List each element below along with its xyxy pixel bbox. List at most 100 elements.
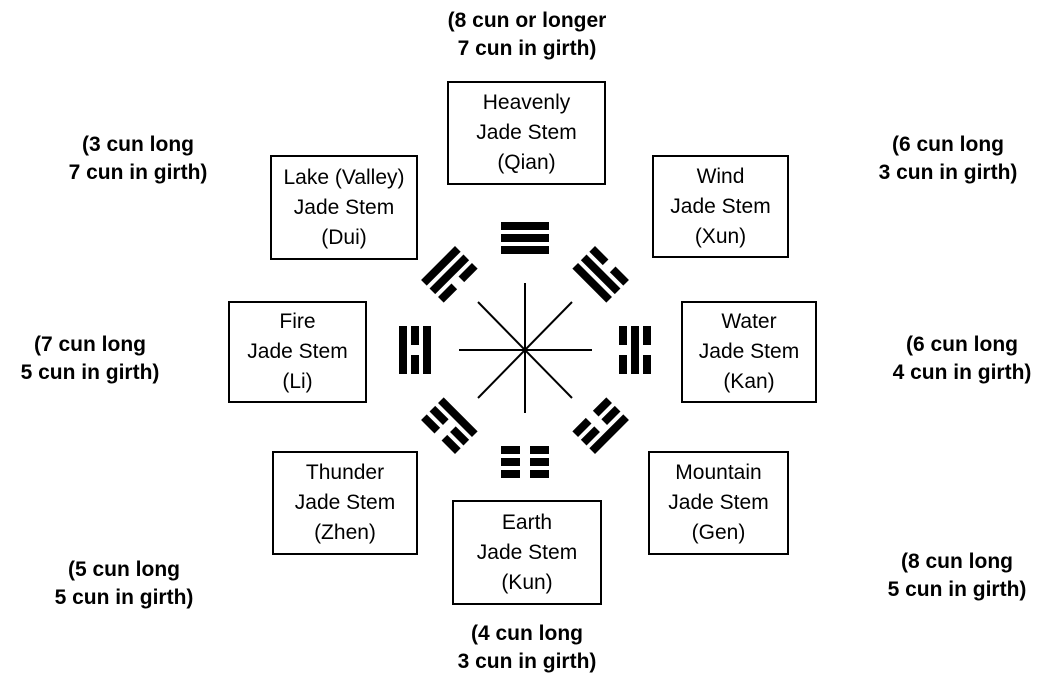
qian-length: (8 cun or longer bbox=[447, 9, 607, 32]
kan-trigram-line-1-broken bbox=[643, 355, 651, 374]
xun-stem-type: Jade Stem bbox=[670, 194, 771, 218]
qian-jade-stem-box: Heavenly Jade Stem (Qian) bbox=[447, 81, 606, 185]
zhen-jade-stem-box: Thunder Jade Stem (Zhen) bbox=[272, 451, 418, 555]
kun-stem-name: Earth bbox=[501, 510, 553, 534]
zhen-stem-label: (Zhen) bbox=[314, 521, 376, 544]
kun-trigram-line-3-broken bbox=[501, 446, 520, 454]
dui-stem-label: (Dui) bbox=[321, 225, 367, 249]
qian-stem-name: Heavenly bbox=[482, 91, 571, 114]
qian-dimensions-note: (8 cun or longer 7 cun in girth) bbox=[436, 7, 618, 63]
kun-stem-type: Jade Stem bbox=[476, 540, 578, 564]
dui-trigram-line-3-broken bbox=[458, 263, 478, 283]
center-star bbox=[459, 283, 592, 413]
center-star-antidiagonal-line bbox=[477, 301, 573, 399]
kun-stem-label: (Kun) bbox=[501, 570, 553, 594]
kan-dimensions-note: (6 cun long 4 cun in girth) bbox=[876, 331, 1048, 387]
kun-trigram-line-1-broken bbox=[501, 470, 520, 478]
dui-girth: 7 cun in girth) bbox=[68, 161, 208, 184]
zhen-trigram-line-2-broken bbox=[450, 426, 470, 446]
qian-stem-label: (Qian) bbox=[497, 151, 556, 174]
zhen-trigram-line-2-broken bbox=[429, 405, 449, 425]
kan-stem-type: Jade Stem bbox=[698, 340, 800, 363]
kun-dimensions-note: (4 cun long 3 cun in girth) bbox=[441, 620, 613, 676]
qian-girth: 7 cun in girth) bbox=[457, 37, 597, 60]
gen-stem-type: Jade Stem bbox=[668, 491, 769, 514]
li-trigram-line-2-broken bbox=[411, 355, 419, 374]
xun-trigram-line-1-broken bbox=[609, 266, 629, 286]
li-length: (7 cun long bbox=[34, 333, 146, 356]
gen-trigram-line-3-broken bbox=[592, 397, 612, 417]
li-stem-name: Fire bbox=[279, 310, 316, 333]
dui-dimensions-note: (3 cun long 7 cun in girth) bbox=[52, 131, 224, 187]
kan-stem-label: (Kan) bbox=[723, 370, 775, 393]
dui-jade-stem-box: Lake (Valley) Jade Stem (Dui) bbox=[270, 155, 418, 260]
kun-length: (4 cun long bbox=[471, 622, 583, 645]
li-stem-type: Jade Stem bbox=[247, 340, 348, 363]
gen-dimensions-note: (8 cun long 5 cun in girth) bbox=[871, 548, 1043, 604]
gen-stem-label: (Gen) bbox=[691, 521, 746, 544]
qian-trigram-line-3-solid bbox=[501, 246, 549, 254]
kan-girth: 4 cun in girth) bbox=[892, 361, 1032, 384]
qian-trigram bbox=[501, 222, 549, 254]
kan-trigram-line-3-broken bbox=[619, 355, 627, 374]
li-dimensions-note: (7 cun long 5 cun in girth) bbox=[4, 331, 176, 387]
kan-trigram-line-2-solid bbox=[631, 326, 639, 374]
kun-jade-stem-box: Earth Jade Stem (Kun) bbox=[452, 500, 602, 605]
li-trigram bbox=[399, 326, 431, 374]
gen-stem-name: Mountain bbox=[675, 461, 762, 484]
dui-length: (3 cun long bbox=[82, 133, 194, 156]
zhen-trigram-line-1-broken bbox=[441, 434, 461, 454]
qian-stem-type: Jade Stem bbox=[476, 121, 577, 144]
kan-trigram-line-3-broken bbox=[619, 326, 627, 345]
gen-trigram bbox=[572, 397, 629, 454]
kun-trigram bbox=[501, 446, 549, 478]
xun-stem-name: Wind bbox=[696, 164, 745, 188]
gen-trigram-line-2-broken bbox=[580, 426, 600, 446]
zhen-length: (5 cun long bbox=[68, 558, 180, 581]
dui-trigram-line-2-solid bbox=[429, 254, 470, 295]
dui-trigram-line-1-solid bbox=[421, 246, 461, 286]
dui-trigram bbox=[421, 246, 478, 303]
li-stem-label: (Li) bbox=[282, 370, 313, 393]
kun-trigram-line-3-broken bbox=[530, 446, 549, 454]
kan-jade-stem-box: Water Jade Stem (Kan) bbox=[681, 301, 817, 403]
zhen-dimensions-note: (5 cun long 5 cun in girth) bbox=[38, 556, 210, 612]
kun-girth: 3 cun in girth) bbox=[457, 650, 597, 673]
li-girth: 5 cun in girth) bbox=[20, 361, 160, 384]
xun-girth: 3 cun in girth) bbox=[878, 161, 1018, 184]
kan-length: (6 cun long bbox=[906, 333, 1018, 356]
xun-length: (6 cun long bbox=[892, 133, 1004, 156]
xun-trigram-line-2-solid bbox=[580, 254, 621, 295]
kan-trigram bbox=[619, 326, 651, 374]
gen-trigram-line-1-solid bbox=[589, 414, 629, 454]
zhen-trigram-line-3-solid bbox=[438, 397, 478, 437]
trigram-layer bbox=[399, 222, 651, 478]
li-jade-stem-box: Fire Jade Stem (Li) bbox=[228, 301, 367, 403]
kun-trigram-line-2-broken bbox=[530, 458, 549, 466]
kun-trigram-line-1-broken bbox=[530, 470, 549, 478]
gen-trigram-line-3-broken bbox=[572, 417, 592, 437]
kun-trigram-line-2-broken bbox=[501, 458, 520, 466]
gen-trigram-line-2-broken bbox=[601, 405, 621, 425]
gen-jade-stem-box: Mountain Jade Stem (Gen) bbox=[648, 451, 789, 555]
dui-stem-name: Lake (Valley) bbox=[283, 165, 405, 189]
xun-jade-stem-box: Wind Jade Stem (Xun) bbox=[652, 155, 789, 258]
li-trigram-line-1-solid bbox=[399, 326, 407, 374]
dui-stem-type: Jade Stem bbox=[293, 195, 395, 219]
xun-trigram bbox=[572, 246, 629, 303]
xun-dimensions-note: (6 cun long 3 cun in girth) bbox=[862, 131, 1034, 187]
qian-trigram-line-1-solid bbox=[501, 222, 549, 230]
zhen-trigram-line-1-broken bbox=[421, 414, 441, 434]
zhen-trigram bbox=[421, 397, 478, 454]
xun-trigram-line-1-broken bbox=[589, 246, 609, 266]
zhen-stem-name: Thunder bbox=[305, 461, 385, 484]
gen-length: (8 cun long bbox=[901, 550, 1013, 573]
xun-stem-label: (Xun) bbox=[694, 224, 747, 248]
zhen-girth: 5 cun in girth) bbox=[54, 586, 194, 609]
kan-trigram-line-1-broken bbox=[643, 326, 651, 345]
xun-trigram-line-3-solid bbox=[572, 263, 612, 303]
gen-girth: 5 cun in girth) bbox=[887, 578, 1027, 601]
kan-stem-name: Water bbox=[721, 310, 777, 333]
